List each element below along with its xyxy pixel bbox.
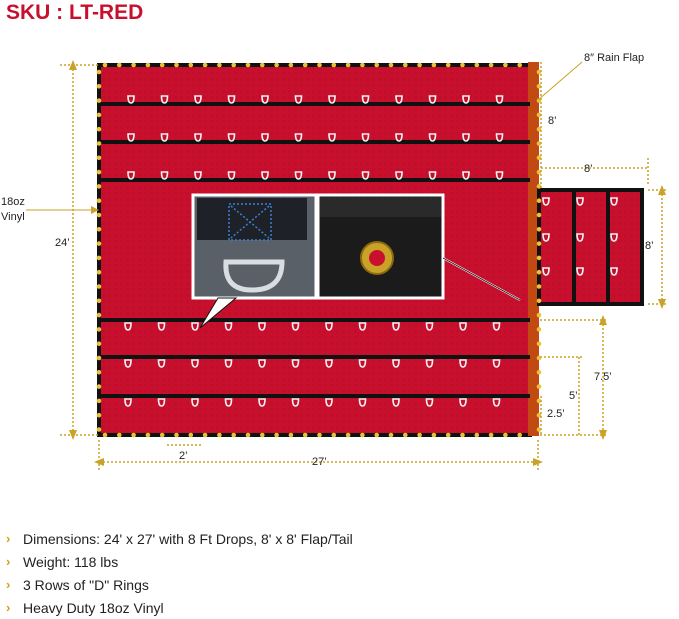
d-ring-rows	[124, 95, 618, 407]
row-hems	[99, 102, 610, 398]
d-ring-icon	[223, 259, 285, 293]
spacing-2-label: 2’	[179, 450, 188, 462]
feature-list: ›Dimensions: 24' x 27' with 8 Ft Drops, …	[6, 527, 353, 619]
edge-grommets	[96, 62, 542, 438]
flap-height-8-label: 8’	[645, 240, 654, 252]
arrow-heads	[69, 60, 666, 466]
rain-flap	[528, 62, 539, 436]
chevron-right-icon: ›	[6, 576, 11, 592]
rain-flap-label: 8″ Rain Flap	[584, 52, 644, 64]
grommet-inset	[316, 193, 521, 301]
d-ring-inset	[191, 193, 318, 329]
feature-item: ›3 Rows of "D" Rings	[6, 576, 149, 593]
feature-item: ›Heavy Duty 18oz Vinyl	[6, 599, 164, 616]
feature-item: ›Dimensions: 24' x 27' with 8 Ft Drops, …	[6, 530, 353, 547]
vinyl-label-line2: Vinyl	[1, 211, 25, 223]
chevron-right-icon: ›	[6, 599, 11, 615]
height-24-label: 24’	[55, 237, 70, 249]
tarp-diagram: 8″ Rain Flap 18oz Vinyl 24’ 27’ 2’ 8’ 8’…	[1, 52, 668, 470]
sku-title: SKU : LT-RED	[6, 1, 144, 24]
chevron-right-icon: ›	[6, 553, 11, 569]
feature-item: ›Weight: 118 lbs	[6, 553, 119, 570]
drop-8-label: 8’	[548, 115, 557, 127]
ring-7-5-label: 7.5’	[594, 371, 612, 383]
flap-width-8-label: 8’	[584, 163, 593, 175]
dimension-lines	[60, 62, 668, 470]
chevron-right-icon: ›	[6, 530, 11, 546]
width-27-label: 27’	[312, 456, 327, 468]
tail-flap	[537, 188, 644, 306]
ring-5-label: 5’	[569, 390, 578, 402]
vinyl-label-line1: 18oz	[1, 196, 25, 208]
ring-2-5-label: 2.5’	[547, 408, 565, 420]
